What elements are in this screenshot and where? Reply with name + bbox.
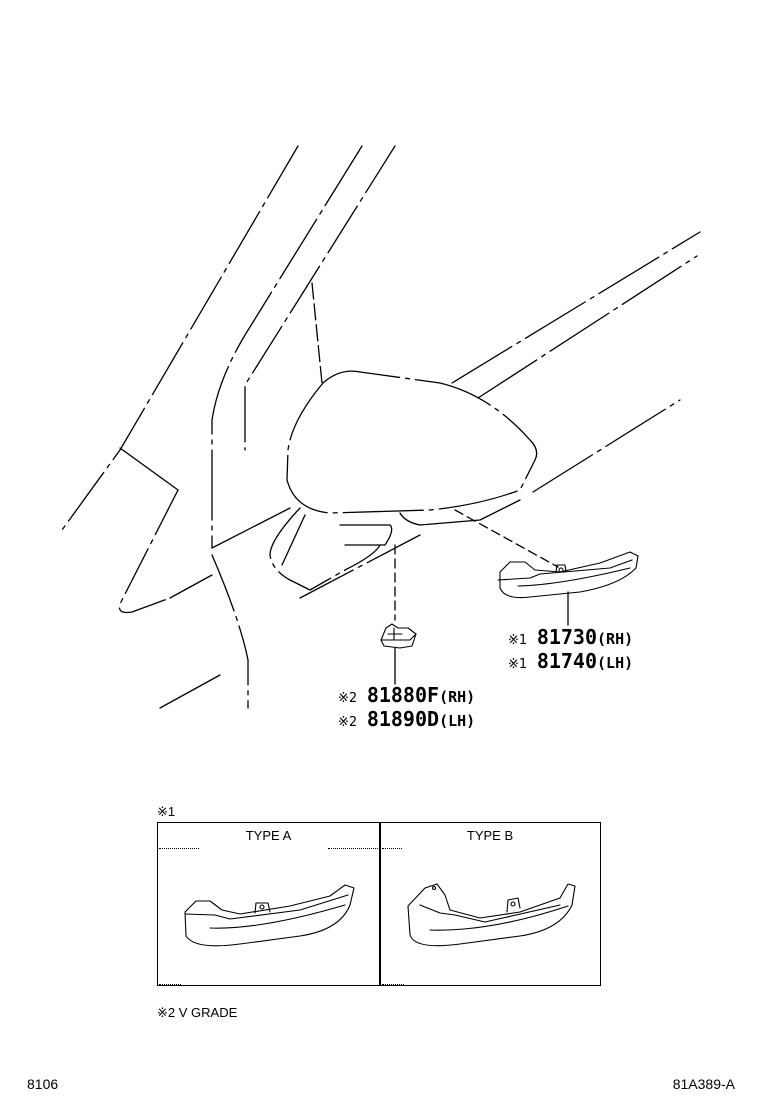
drawing-code: 81A389-A [672,1076,735,1092]
type-a-header: TYPE A [245,828,292,843]
callout-line-lh: ※2 81890D(LH) [338,709,475,733]
footer-divider-dots [159,984,181,985]
type-b-header: TYPE B [466,828,514,843]
part-number[interactable]: 81730 [536,625,598,649]
type-b-turn-signal-icon [407,883,576,947]
lamp-part-icon [380,623,417,649]
part-number[interactable]: 81740 [536,649,598,673]
turn-signal-callout: ※1 81730(RH) ※1 81740(LH) [508,627,633,675]
side-label: (LH) [439,712,476,730]
note-mark: ※2 [338,691,358,706]
header-divider-dots [328,848,378,849]
callout-line-rh: ※2 81880F(RH) [338,685,475,709]
note-mark: ※1 [508,633,528,648]
header-divider-dots [159,848,199,849]
turn-signal-part-icon [497,551,639,599]
door-lines [211,231,701,599]
note-mark: ※2 [338,715,358,730]
part-number[interactable]: 81890D [366,707,440,731]
header-divider-dots [382,848,402,849]
part-number[interactable]: 81880F [366,683,440,707]
mirror-housing [269,370,538,591]
column-divider [379,823,381,985]
footer-divider-dots [382,984,404,985]
note1-label: ※1 [157,804,176,819]
note2-label: ※2 V GRADE [157,1005,238,1020]
side-label: (RH) [597,630,634,648]
pillar-lines [61,145,396,709]
leader-lines [394,509,569,685]
callout-line-rh: ※1 81730(RH) [508,627,633,651]
type-comparison-table: TYPE A TYPE B [157,822,601,986]
lamp-callout: ※2 81880F(RH) ※2 81890D(LH) [338,685,475,733]
type-a-turn-signal-icon [184,884,355,947]
side-label: (LH) [597,654,634,672]
side-label: (RH) [439,688,476,706]
note-mark: ※1 [508,657,528,672]
page-code: 8106 [27,1076,59,1092]
callout-line-lh: ※1 81740(LH) [508,651,633,675]
